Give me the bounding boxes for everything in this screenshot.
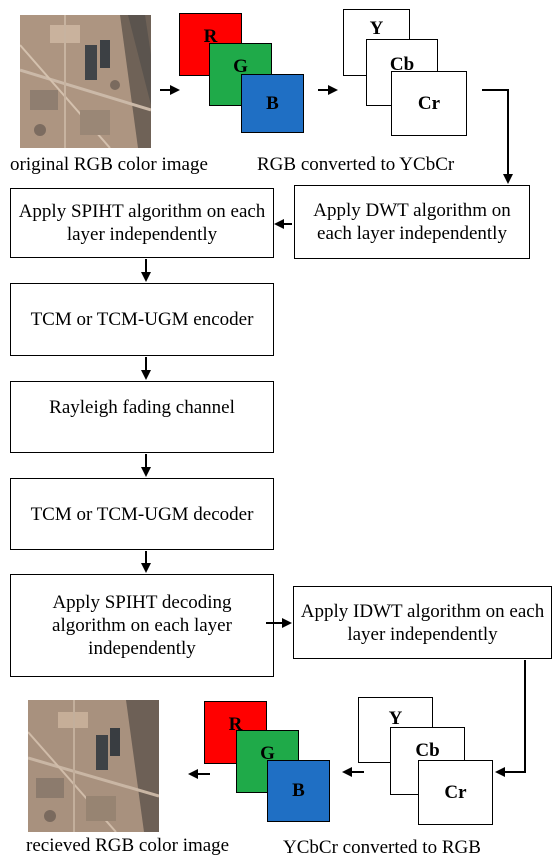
decoder-box-label: TCM or TCM-UGM decoder: [30, 503, 254, 525]
layer-label-b: B: [266, 92, 279, 114]
encoder-box: TCM or TCM-UGM encoder: [10, 283, 274, 356]
channel-box-label: Rayleigh fading channel: [49, 397, 235, 418]
spiht-box-label: Apply SPIHT algorithm on each layer inde…: [18, 201, 266, 245]
ycbcr-layer-cr: Cr: [391, 71, 467, 136]
original-image-caption: original RGB color image: [10, 154, 208, 175]
rgb-layer-b: B: [241, 74, 304, 133]
bottom-rgb-layer-b: B: [267, 760, 330, 822]
received-image-caption: recieved RGB color image: [26, 835, 230, 856]
decoder-box: TCM or TCM-UGM decoder: [10, 478, 274, 550]
spiht-box: Apply SPIHT algorithm on each layer inde…: [10, 188, 274, 258]
spiht-decoding-box: Apply SPIHT decoding algorithm on each l…: [10, 574, 274, 677]
aerial-photo-icon: [20, 15, 151, 148]
encoder-box-label: TCM or TCM-UGM encoder: [30, 309, 254, 330]
bottom-layer-label-y: Y: [388, 708, 403, 729]
bottom-layer-label-r: R: [228, 714, 243, 735]
received-rgb-image: [28, 700, 159, 832]
layer-label-cb: Cb: [389, 54, 415, 75]
idwt-box: Apply IDWT algorithm on each layer indep…: [293, 586, 552, 659]
spiht-decoding-box-label: Apply SPIHT decoding algorithm on each l…: [52, 592, 232, 659]
dwt-box-label: Apply DWT algorithm on each layer indepe…: [313, 200, 511, 244]
layer-label-r: R: [203, 26, 218, 47]
arrow-idwt-to-ycbcr: [495, 660, 526, 777]
original-rgb-image: [20, 15, 151, 148]
idwt-box-label: Apply IDWT algorithm on each layer indep…: [300, 600, 545, 645]
bottom-layer-label-g: G: [260, 743, 275, 764]
aerial-photo-icon: [28, 700, 159, 832]
bottom-layer-label-cb: Cb: [415, 740, 440, 761]
bottom-ycbcr-layer-cr: Cr: [418, 760, 493, 825]
layer-label-g: G: [233, 56, 248, 77]
layer-label-cr: Cr: [417, 92, 441, 114]
ycbcr-to-rgb-caption: YCbCr converted to RGB: [283, 837, 481, 858]
bottom-layer-label-cr: Cr: [444, 781, 467, 803]
dwt-box: Apply DWT algorithm on each layer indepe…: [294, 185, 530, 259]
rgb-to-ycbcr-caption: RGB converted to YCbCr: [257, 154, 455, 175]
channel-box: Rayleigh fading channel: [10, 381, 274, 453]
arrow-ycbcr-to-dwt: [482, 89, 513, 184]
layer-label-y: Y: [369, 18, 384, 39]
bottom-layer-label-b: B: [292, 780, 305, 801]
